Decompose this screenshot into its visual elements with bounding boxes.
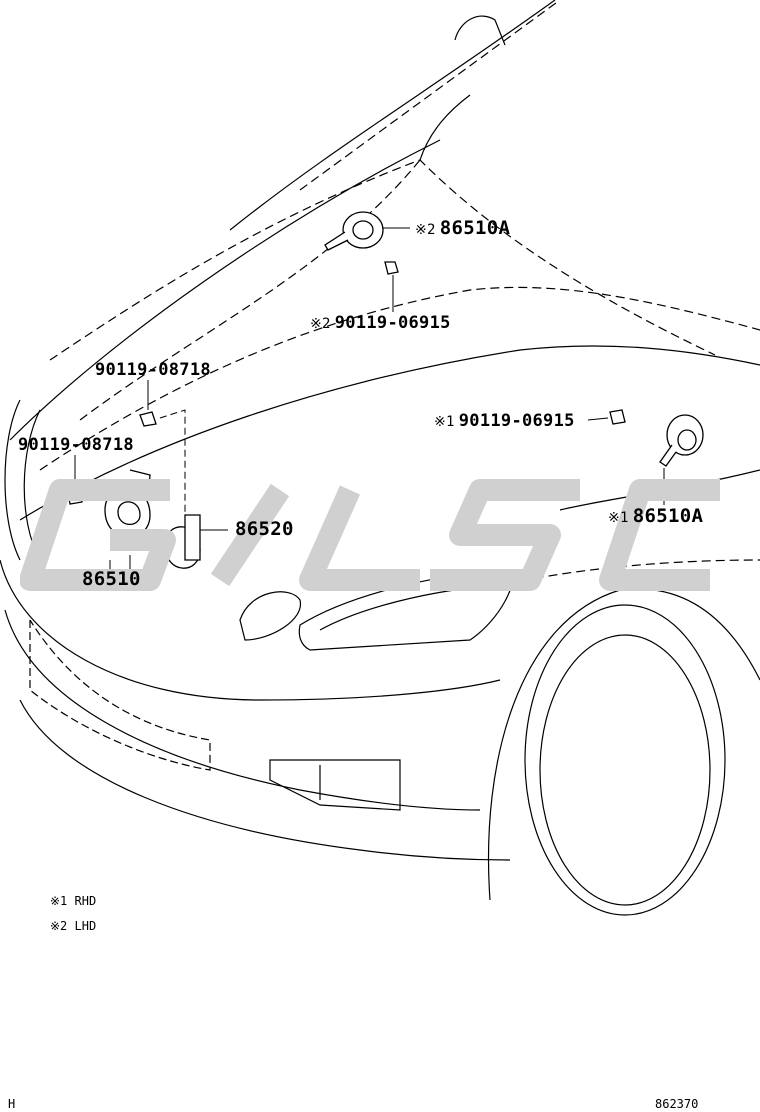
part-number: 90119-08718 bbox=[95, 360, 211, 380]
mark-rhd: ※1 bbox=[608, 510, 629, 526]
figure-number: 862370 bbox=[655, 1097, 699, 1111]
legend-text: LHD bbox=[74, 919, 97, 933]
headlamp-left bbox=[239, 591, 301, 641]
horn-rhd-center bbox=[677, 429, 697, 451]
part-number: 86520 bbox=[235, 518, 294, 540]
hood-mid-line bbox=[39, 286, 760, 471]
bumper-upper bbox=[0, 559, 501, 701]
leader-bolt-left-dash bbox=[81, 494, 106, 498]
hood-leading-edge bbox=[19, 345, 760, 521]
leader-bracket-dashed bbox=[159, 409, 186, 515]
grille-lower bbox=[29, 619, 211, 771]
label-bolt-upper: 90119-08718 bbox=[95, 362, 211, 379]
bolt-lhd bbox=[384, 261, 399, 275]
hood-line-lower bbox=[419, 94, 471, 161]
part-number: 86510 bbox=[82, 568, 141, 590]
part-number: 86510A bbox=[439, 217, 511, 239]
headlamp-right-inner bbox=[319, 584, 501, 631]
body-side-line bbox=[479, 559, 760, 591]
part-number: 90119-06915 bbox=[334, 313, 451, 333]
label-bracket: 86520 bbox=[235, 520, 294, 539]
bolt-left bbox=[67, 489, 83, 505]
footer-left-code: H bbox=[8, 1097, 16, 1111]
mark-lhd: ※2 bbox=[310, 316, 331, 332]
bolt-rhd bbox=[609, 409, 626, 425]
wheel-outer bbox=[524, 604, 726, 916]
legend-lhd: ※2 LHD bbox=[50, 920, 96, 932]
leader-bolt-rhd bbox=[587, 417, 609, 421]
fog-lamp bbox=[269, 759, 401, 811]
label-bolt-left: 90119-08718 bbox=[18, 437, 134, 454]
fender-line bbox=[559, 469, 760, 511]
windshield-edge bbox=[299, 0, 561, 191]
label-horn-low: 86510 bbox=[82, 570, 141, 589]
horn-lhd-center bbox=[352, 220, 374, 240]
part-number: 86510A bbox=[632, 505, 704, 527]
hood-center-dashed bbox=[79, 159, 421, 421]
bolt-upper bbox=[139, 411, 157, 427]
legend-text: RHD bbox=[74, 894, 97, 908]
left-headlamp-edge bbox=[4, 399, 21, 561]
headlamp-right bbox=[298, 569, 514, 651]
legend-mark: ※1 bbox=[50, 894, 68, 908]
mark-lhd: ※2 bbox=[415, 222, 436, 238]
cowl-line bbox=[229, 0, 556, 231]
hood-line-upper bbox=[49, 159, 716, 361]
legend-mark: ※2 bbox=[50, 919, 68, 933]
legend-rhd: ※1 RHD bbox=[50, 895, 96, 907]
horn-low-inner bbox=[117, 501, 141, 526]
left-headlamp-edge-2 bbox=[23, 409, 41, 561]
mark-rhd: ※1 bbox=[434, 414, 455, 430]
bumper-lower bbox=[4, 609, 481, 811]
horn-lhd-bracket bbox=[324, 231, 349, 251]
part-number: 90119-08718 bbox=[18, 435, 134, 455]
wheel-arch bbox=[487, 588, 760, 901]
horn-rhd-bracket bbox=[659, 444, 677, 467]
bracket-86520 bbox=[184, 514, 201, 561]
windshield-outline bbox=[454, 15, 506, 46]
wheel-inner bbox=[539, 634, 711, 906]
hood-front-edge bbox=[9, 139, 441, 441]
bumper-bottom bbox=[19, 699, 511, 861]
part-number: 90119-06915 bbox=[458, 411, 575, 431]
